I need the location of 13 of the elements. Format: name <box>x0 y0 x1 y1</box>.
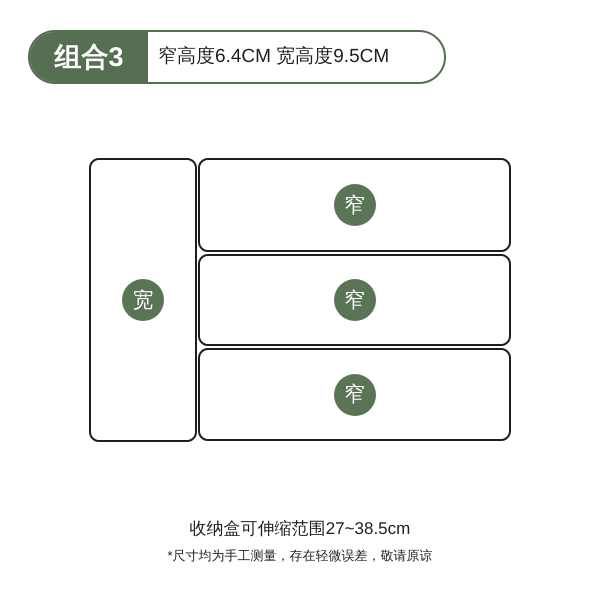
header-banner <box>28 30 446 84</box>
range-note: 收纳盒可伸缩范围27~38.5cm <box>190 518 410 540</box>
drawer-box <box>89 158 197 442</box>
size-text: 窄高度6.4CM 宽高度9.5CM <box>158 44 390 69</box>
size-badge: 窄 <box>334 374 376 416</box>
drawer-box <box>198 158 511 252</box>
size-badge: 窄 <box>334 184 376 226</box>
group-tab: 组合3 <box>30 32 148 82</box>
size-badge: 宽 <box>122 279 164 321</box>
drawer-box <box>198 254 511 346</box>
footnote: *尺寸均为手工测量，存在轻微误差，敬请原谅 <box>167 546 433 564</box>
drawer-box <box>198 348 511 441</box>
size-badge: 窄 <box>334 279 376 321</box>
